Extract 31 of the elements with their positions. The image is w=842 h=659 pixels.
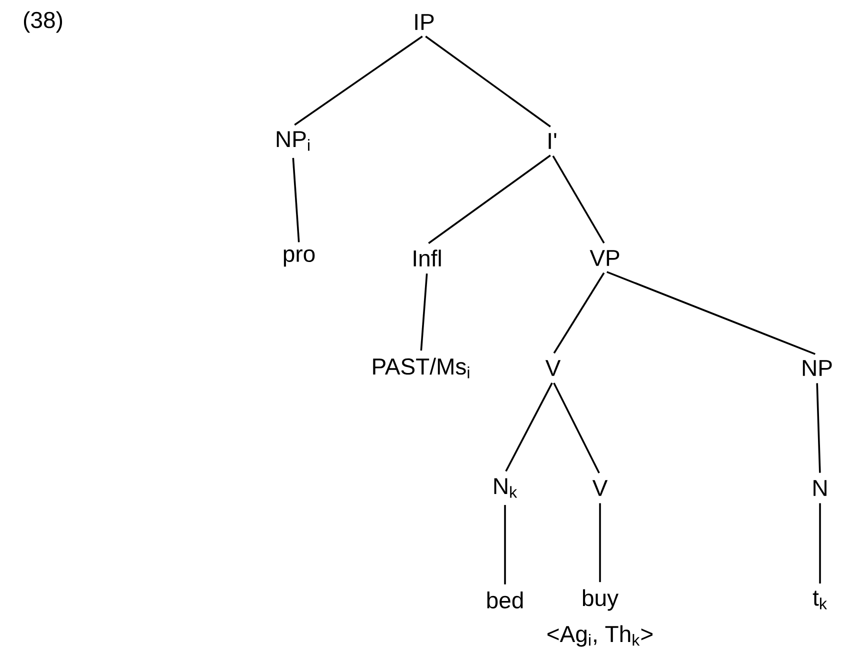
branch-line [420,273,428,351]
tree-label: t$_{k}$ [812,590,827,610]
branch-line [552,155,605,244]
branch-line [599,503,601,582]
example-number: (38) [24,11,62,33]
tree-label: I' [548,133,556,149]
tree-label: V [545,360,561,376]
tree-label: bed [487,592,523,608]
branch-line [292,158,300,242]
tree-label: NP$_{i}$ [276,131,310,151]
tree-label: IP [415,14,434,30]
argument-structure: <Ag$_{i}$, Th$_{k}$> [548,625,652,647]
branch-line [504,504,506,584]
tree-label: NP [802,360,832,376]
tree-label: Infl [414,250,441,266]
tree-label: pro [284,249,315,267]
tree-label: N$_{k}$ [494,478,518,498]
tree-label: N [814,480,826,496]
branch-line [425,36,551,128]
branch-line [816,383,821,473]
branch-line [819,503,821,584]
branch-line [553,272,605,354]
tree-label: buy [582,589,618,611]
tree-label: PAST/Ms$_{i}$ [373,358,470,378]
branch-line [505,382,553,472]
branch-line [428,154,551,244]
tree-label: V [592,480,608,496]
branch-line [553,382,600,474]
tree-label: VP [590,250,620,266]
branch-line [294,36,423,126]
branch-line [606,271,816,355]
